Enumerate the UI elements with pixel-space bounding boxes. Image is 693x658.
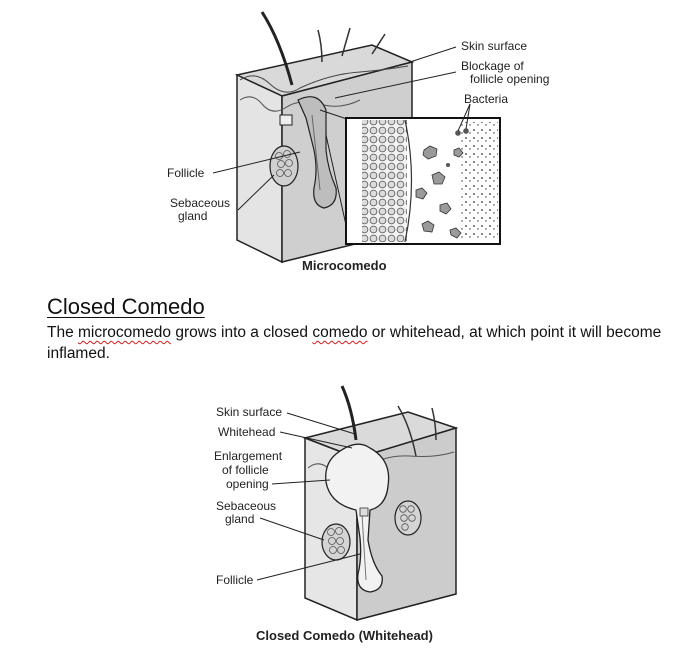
blockage-plug — [279, 114, 293, 126]
hair-shaft — [340, 385, 358, 441]
spell-flag-microcomedo: microcomedo — [78, 324, 172, 341]
microcomedo-diagram: Skin surface Blockage of follicle openin… — [167, 11, 549, 273]
caption-closed-comedo: Closed Comedo (Whitehead) — [256, 628, 433, 643]
label-sebaceous-line1: Sebaceous — [216, 499, 276, 513]
label-enlargement-line2: of follicle — [222, 463, 269, 477]
label-sebaceous-line2: gland — [225, 512, 254, 526]
label-bacteria: Bacteria — [464, 92, 508, 106]
paragraph-text: grows into a closed — [171, 324, 313, 341]
label-follicle: Follicle — [167, 166, 205, 180]
caption-microcomedo: Microcomedo — [302, 258, 387, 273]
paragraph-text: The — [47, 324, 79, 341]
closed-comedo-diagram: Skin surface Whitehead Enlargement of fo… — [214, 385, 459, 643]
sebaceous-gland-shape — [394, 500, 422, 536]
spell-flag-comedo: comedo — [312, 324, 368, 341]
section-heading: Closed Comedo — [47, 294, 205, 319]
hair-shaft — [260, 11, 294, 86]
paragraph-text: or whitehead, at which point it will bec… — [47, 324, 662, 362]
label-sebaceous-line2: gland — [178, 209, 207, 223]
label-follicle: Follicle — [216, 573, 254, 587]
label-skin-surface: Skin surface — [216, 405, 282, 419]
follicle-shape — [297, 96, 337, 209]
label-whitehead: Whitehead — [218, 425, 275, 439]
bacteria-cluster — [415, 145, 464, 239]
label-sebaceous-line1: Sebaceous — [170, 196, 230, 210]
label-blockage-line1: Blockage of — [461, 59, 524, 73]
label-enlargement-line3: opening — [226, 477, 269, 491]
whitehead-shape — [325, 443, 390, 593]
section-paragraph: The microcomedo grows into a closed come… — [47, 322, 672, 364]
label-skin-surface: Skin surface — [461, 39, 527, 53]
label-blockage-line2: follicle opening — [470, 72, 549, 86]
label-enlargement-line1: Enlargement — [214, 449, 283, 463]
